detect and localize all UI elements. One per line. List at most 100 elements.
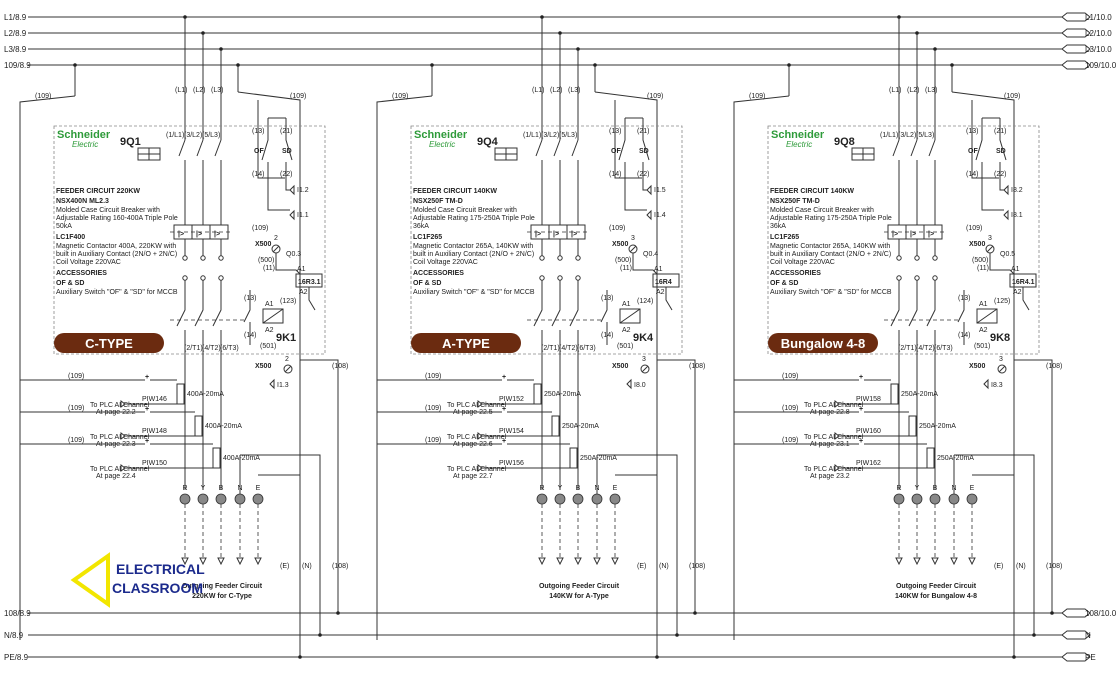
- trip-unit-symbol: |>: [196, 231, 202, 238]
- of-contact: [618, 118, 647, 211]
- junction-dot: [693, 611, 697, 615]
- outgoing-arrow: [611, 557, 619, 566]
- trip-unit-symbol: |>: [928, 231, 934, 238]
- ct-rating: 400A-20mA: [187, 391, 224, 398]
- relay-id: 16R3.1: [298, 279, 321, 286]
- contactor-desc: built in Auxiliary Contact (2N/O + 2N/C): [413, 251, 534, 258]
- bus-label-right: L2/10.0: [1085, 29, 1112, 38]
- aux-label: OF: [968, 148, 978, 155]
- coil-terminal: A1: [622, 301, 631, 308]
- sd-contact: [999, 118, 1007, 191]
- feeder-type-label: A-TYPE: [442, 336, 490, 351]
- accessories-desc: Auxiliary Switch "OF" & "SD" for MCCB: [56, 289, 178, 296]
- breaker-model: NSX400N ML2.3: [56, 198, 109, 205]
- contactor-contact: [212, 239, 222, 490]
- bus-off-page-connector: [1061, 12, 1091, 22]
- contactor-id: 9K1: [276, 332, 296, 344]
- outgoing-arrow: [593, 557, 601, 566]
- breaker-contact: [214, 139, 222, 225]
- terminal-letter: Y: [558, 485, 563, 492]
- ref-arrow: [120, 400, 126, 408]
- brand-logo: Schneider: [57, 129, 111, 141]
- junction-dot: [933, 47, 937, 51]
- control-wire: [237, 91, 301, 570]
- feeder-output-label: 220KW for C-Type: [192, 593, 252, 600]
- io-reference: I1.2: [297, 187, 309, 194]
- bus-label-left: 108/8.9: [4, 609, 31, 618]
- contactor-desc: Magnetic Contactor 265A, 140KW with: [413, 243, 533, 250]
- current-transformer: [176, 383, 185, 405]
- trip-unit-symbol: |>: [910, 231, 916, 238]
- wire-tag: (E): [637, 563, 646, 570]
- contactor-coil: [976, 308, 998, 324]
- x500-terminal-slash: [629, 245, 637, 253]
- phase-tag: (L1): [532, 87, 544, 94]
- aux-label: (500): [258, 257, 274, 264]
- io-reference: I8.2: [1011, 187, 1023, 194]
- relay-id: 16R4.1: [1012, 279, 1035, 286]
- terminal-link: [182, 275, 188, 281]
- feeder-output-label: 140KW for A-Type: [549, 593, 609, 600]
- terminal-link: [914, 255, 920, 261]
- output-terminal: [252, 493, 264, 505]
- aux-label: (109): [252, 225, 268, 232]
- contactor-coil: [262, 308, 284, 324]
- watermark-icon: [70, 552, 110, 608]
- plc-note: To PLC AI Channel: [447, 402, 507, 409]
- plc-note: To PLC AI Channel: [447, 434, 507, 441]
- plc-note: To PLC AI Channel: [90, 402, 150, 409]
- output-terminal: [536, 493, 548, 505]
- wire-tag: (109): [35, 93, 51, 100]
- wire-tag: (109): [392, 93, 408, 100]
- breaker-desc: Molded Case Circuit Breaker with: [770, 207, 874, 214]
- coil-terminal: A1: [265, 301, 274, 308]
- aux-label: (13): [966, 128, 978, 135]
- terminal-letter: B: [219, 485, 224, 492]
- output-terminal: [893, 493, 905, 505]
- breaker-id: 9Q4: [477, 136, 499, 148]
- terminal-link: [932, 255, 938, 261]
- output-terminal: [179, 493, 191, 505]
- coil-slash: [262, 308, 284, 324]
- of-contact: [975, 118, 1004, 211]
- phase-tag: (L3): [925, 87, 937, 94]
- ref-arrow: [477, 464, 483, 472]
- aux-label: (14): [966, 171, 978, 178]
- x500-terminal-slash: [998, 365, 1006, 373]
- ct-polarity: +: [502, 374, 506, 381]
- bus-label-left: 109/8.9: [4, 61, 31, 70]
- bus-label-right: L3/10.0: [1085, 45, 1112, 54]
- breaker-contact: [178, 139, 186, 225]
- ref-arrow: [646, 209, 652, 221]
- terminal-letter: R: [896, 485, 901, 492]
- ref-arrow: [834, 400, 840, 408]
- terminal-in-label: (5/L3): [202, 132, 220, 139]
- phase-tag: (L3): [211, 87, 223, 94]
- terminal-out-label: (6/T3): [220, 345, 239, 352]
- x500-terminal: X500: [255, 241, 271, 248]
- coil-terminal: A2: [622, 327, 631, 334]
- terminal-letter: R: [539, 485, 544, 492]
- terminal-link: [914, 275, 920, 281]
- io-reference: I8.3: [991, 382, 1003, 389]
- relay-id: 16R4: [655, 279, 672, 286]
- plc-note: To PLC AI Channel: [90, 434, 150, 441]
- contactor-id: 9K4: [633, 332, 654, 344]
- control-wire-108: [300, 359, 339, 613]
- wire-tag: (109): [68, 437, 84, 444]
- contactor-contact: [569, 239, 579, 490]
- breaker-desc: Molded Case Circuit Breaker with: [413, 207, 517, 214]
- bus-label-left: L1/8.9: [4, 13, 27, 22]
- aux-label: (500): [972, 257, 988, 264]
- ref-arrow: [834, 464, 840, 472]
- x500-terminal-slash: [641, 365, 649, 373]
- contactor-desc: Magnetic Contactor 400A, 220KW with: [56, 243, 176, 250]
- wire-tag: (N): [302, 563, 312, 570]
- junction-dot: [540, 15, 544, 19]
- contactor-contact: [194, 239, 204, 490]
- ct-polarity: +: [145, 374, 149, 381]
- junction-dot: [915, 31, 919, 35]
- terminal-link: [575, 255, 581, 261]
- ref-arrow: [626, 378, 632, 390]
